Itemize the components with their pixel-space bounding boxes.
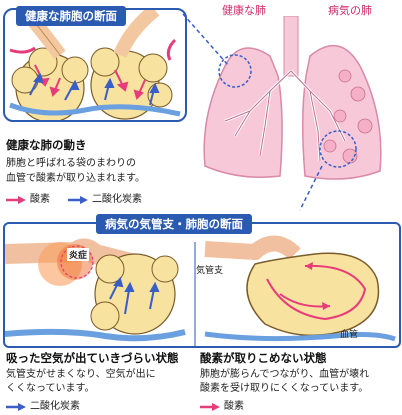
oxygen-arrow-icon — [6, 195, 26, 204]
legend-oxygen-label: 酸素 — [30, 194, 50, 205]
bottom-legend-oxygen-label: 酸素 — [224, 401, 244, 412]
healthy-lung-label: 健康な肺 — [222, 4, 266, 17]
sick-lung-label: 病気の肺 — [328, 4, 372, 17]
healthy-lung-desc-1: 肺胞と呼ばれる袋のまわりの — [6, 158, 136, 169]
hard-to-take-oxygen-desc-2: 酸素を受け取りにくくなっています。 — [200, 383, 369, 394]
healthy-lung-heading: 健康な肺の動き — [6, 138, 87, 152]
bronchus-label: 気管支 — [196, 266, 224, 276]
legend-co2: 二酸化炭素 — [68, 193, 142, 206]
healthy-alveoli-panel — [3, 8, 187, 122]
healthy-alveoli-illustration — [9, 10, 181, 120]
bottom-legend-oxygen: 酸素 — [200, 400, 244, 413]
legend-co2-label: 二酸化炭素 — [92, 194, 142, 205]
sick-alveoli-panel — [3, 222, 401, 348]
hard-to-exhale-heading: 吸った空気が出ていきづらい状態 — [6, 351, 179, 365]
healthy-lung-desc-2: 血管で酸素が取り込まれます。 — [6, 173, 145, 184]
legend-oxygen: 酸素 — [6, 193, 50, 206]
hard-to-take-oxygen-heading: 酸素が取りこめない状態 — [200, 351, 327, 365]
lungs-illustration — [203, 16, 382, 180]
blood-vessel-label: 血管 — [340, 330, 359, 340]
hard-to-exhale-desc-2: くくなっています。 — [6, 383, 95, 394]
co2-arrow-icon — [6, 402, 26, 411]
oxygen-arrow-icon — [200, 402, 220, 411]
merged-alveolus — [204, 235, 396, 342]
sick-alveoli-title: 病気の気管支・肺胞の断面 — [96, 214, 252, 234]
constricted-bronchus — [5, 238, 186, 342]
hard-to-exhale-desc-1: 気管支がせまくなり、空気が出に — [6, 369, 156, 380]
co2-arrow-icon — [68, 195, 88, 204]
inflammation-label: 炎症 — [67, 248, 90, 261]
healthy-zoom-circle — [218, 54, 252, 88]
hard-to-take-oxygen-desc-1: 肺胞が膨らんでつながり、血管が壊れ — [200, 369, 370, 380]
healthy-alveoli-title: 健康な肺胞の断面 — [16, 6, 126, 26]
sick-zoom-circle — [319, 130, 357, 168]
bottom-legend-co2: 二酸化炭素 — [6, 400, 80, 413]
bottom-legend-co2-label: 二酸化炭素 — [30, 401, 80, 412]
